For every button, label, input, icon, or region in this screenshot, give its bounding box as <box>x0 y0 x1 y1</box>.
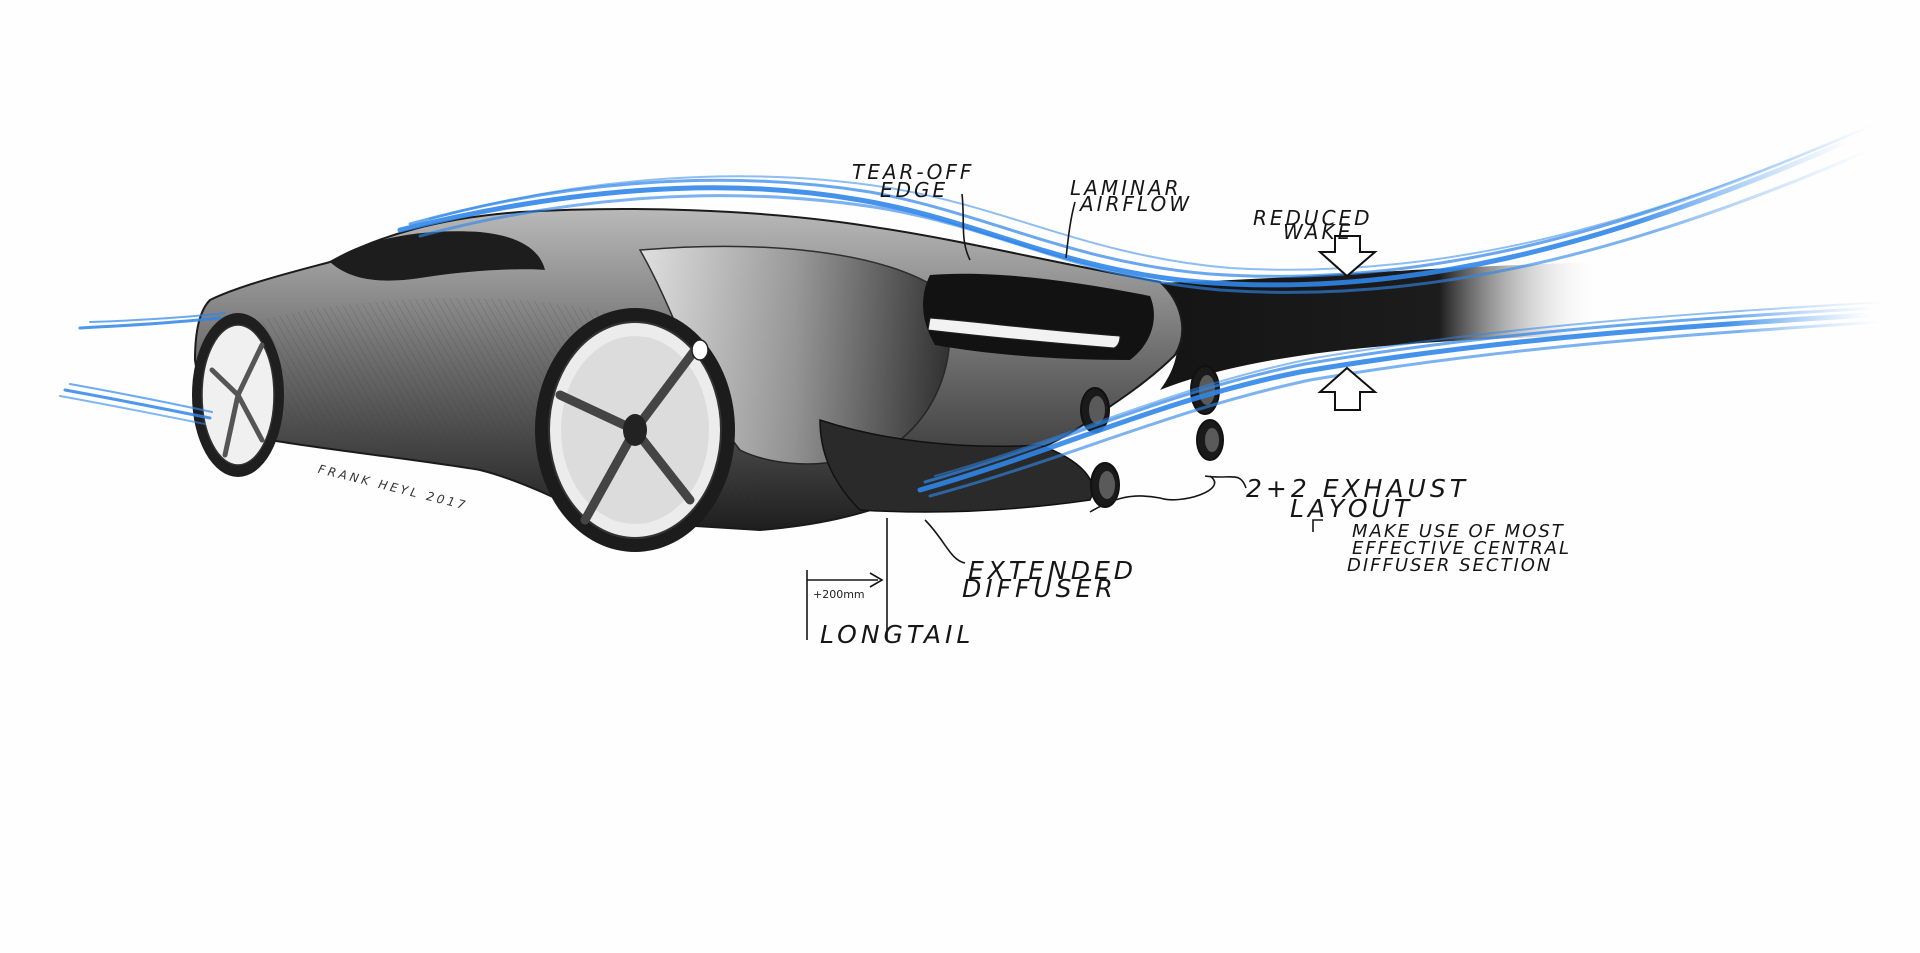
label-exhaust-line1: 2+2 Exhaust <box>1246 474 1469 503</box>
wake-zone <box>1140 262 1600 390</box>
label-laminar-airflow-line2: airflow <box>1080 192 1193 216</box>
label-note-line1: Make use of most <box>1352 521 1565 542</box>
glasshouse <box>330 231 545 281</box>
label-exhaust-line2: Layout <box>1290 494 1414 523</box>
label-dimension: +200mm <box>813 588 865 601</box>
tail-light-bar <box>927 317 1121 349</box>
label-diffuser-line2: Diffuser <box>962 574 1117 603</box>
label-reduced-wake-line2: wake <box>1283 220 1354 244</box>
label-note-line2: effective central <box>1352 538 1571 559</box>
wake-arrow-up <box>1317 366 1378 411</box>
label-tear-off-edge-line2: edge <box>880 178 949 202</box>
label-note-line3: diffuser section <box>1347 555 1553 576</box>
leader-lines <box>924 193 1323 564</box>
label-reduced-wake-line1: Reduced <box>1253 206 1373 230</box>
upper-airflow <box>78 121 1881 330</box>
longtail-dimension <box>806 518 888 640</box>
label-tear-off-edge-line1: Tear-off <box>852 160 975 184</box>
label-longtail: Longtail <box>820 620 975 649</box>
rear-wheel <box>535 308 735 552</box>
front-wheel <box>192 313 284 477</box>
label-laminar-airflow-line1: Laminar <box>1070 176 1182 200</box>
label-diffuser-line1: Extended <box>968 556 1137 585</box>
lower-airflow <box>59 301 1886 498</box>
wake-arrow-down <box>1317 235 1378 278</box>
diffuser <box>819 418 1094 513</box>
